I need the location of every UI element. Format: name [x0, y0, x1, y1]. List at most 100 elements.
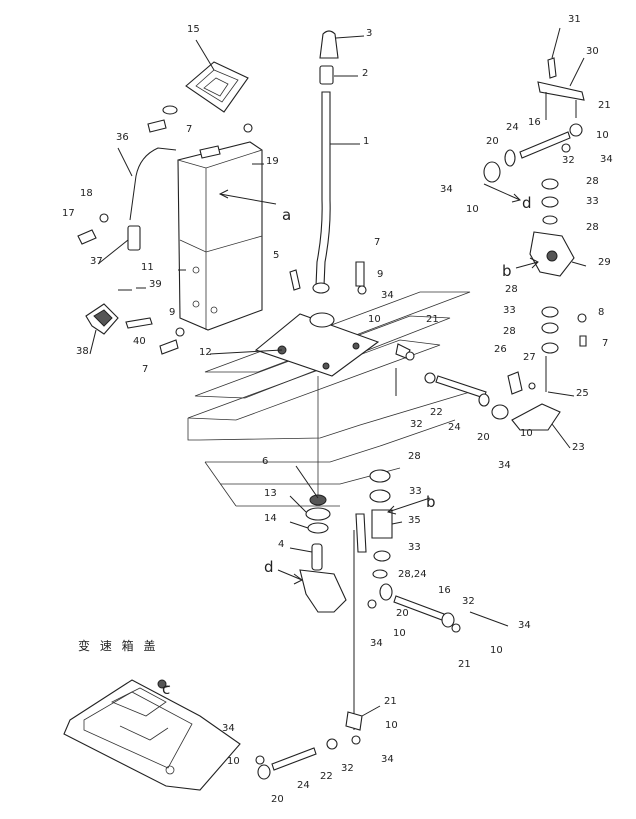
callout-c20b: 20: [477, 432, 490, 443]
callout-c34a: 34: [600, 154, 613, 165]
callout-c10a: 10: [596, 130, 609, 141]
callout-c7a: 7: [186, 124, 192, 135]
leader-lines: [89, 27, 587, 717]
callout-c32b: 32: [410, 419, 423, 430]
callout-c28b: 28: [586, 222, 599, 233]
callout-c34d: 34: [498, 460, 511, 471]
direction-arrows: [161, 183, 539, 689]
washer-33b: [541, 306, 559, 318]
callout-c33a: 33: [586, 196, 599, 207]
callout-c20d: 20: [271, 794, 284, 805]
callout-c28-24: 28,24: [398, 569, 427, 580]
lever-23: [511, 403, 561, 431]
lever-4: [299, 543, 347, 613]
callout-c34f: 34: [370, 638, 383, 649]
callout-c34g: 34: [222, 723, 235, 734]
callout-c32a: 32: [562, 155, 575, 166]
callout-c28d: 28: [503, 326, 516, 337]
callout-c5: 5: [273, 250, 279, 261]
callout-c19: 19: [266, 156, 279, 167]
bracket-30: [537, 81, 585, 120]
pin-35: [355, 513, 367, 553]
callout-c24a: 24: [506, 122, 519, 133]
callout-c7c: 7: [602, 338, 608, 349]
bolt-17: [77, 229, 97, 245]
callout-c29: 29: [598, 257, 611, 268]
washer-33c: [369, 489, 391, 503]
bolt-26: [507, 371, 523, 395]
ref-letter-d-lower: d: [264, 558, 274, 576]
callout-c24c: 24: [297, 780, 310, 791]
bolt-7: [199, 145, 221, 159]
callout-c28a: 28: [586, 176, 599, 187]
callout-c21a: 21: [598, 100, 611, 111]
bolt-5: [289, 269, 301, 291]
linkage-16-middle: [367, 583, 461, 633]
rod-36: [127, 147, 177, 251]
callout-c2: 2: [362, 68, 368, 79]
callout-c16b: 16: [438, 585, 451, 596]
callout-c10c: 10: [368, 314, 381, 325]
ring-14: [307, 522, 329, 534]
lever-29: [529, 231, 575, 277]
callout-c35: 35: [408, 515, 421, 526]
nut-18: [99, 213, 109, 223]
callout-c38: 38: [76, 346, 89, 357]
nut-28-top: [541, 178, 559, 190]
callout-c9b: 9: [169, 307, 175, 318]
callout-c16a: 16: [528, 117, 541, 128]
callout-c20c: 20: [396, 608, 409, 619]
bolt-7d: [579, 335, 587, 347]
callout-c37: 37: [90, 256, 103, 267]
ref-letter-a: a: [282, 206, 291, 224]
callout-c1: 1: [363, 136, 369, 147]
callout-c9a: 9: [377, 269, 383, 280]
callout-c10e: 10: [393, 628, 406, 639]
nut-28c: [541, 342, 559, 354]
ref-letter-c: c: [162, 680, 170, 698]
linkage-rod-22-upper: [395, 343, 509, 420]
callout-c10f: 10: [490, 645, 503, 656]
bolt-31: [547, 57, 557, 79]
callout-c10b: 10: [466, 204, 479, 215]
callout-c30: 30: [586, 46, 599, 57]
pin-27: [528, 382, 536, 390]
bolt-7b: [159, 339, 179, 355]
callout-c34b: 34: [440, 184, 453, 195]
callout-c10g: 10: [385, 720, 398, 731]
housing-19-11: [177, 141, 263, 331]
ref-letter-d-upper: d: [522, 194, 532, 212]
washer-33d: [373, 550, 391, 562]
seal-6: [309, 494, 327, 506]
callout-c34e: 34: [518, 620, 531, 631]
callout-c34h: 34: [381, 754, 394, 765]
clevis-21: [345, 711, 363, 731]
callout-c21c: 21: [458, 659, 471, 670]
gearbox-cover-caption: 变 速 箱 盖: [78, 638, 158, 653]
nut-28e: [369, 469, 391, 483]
callout-c40: 40: [133, 336, 146, 347]
callout-c15: 15: [187, 24, 200, 35]
callout-c14: 14: [264, 513, 277, 524]
callout-c4: 4: [278, 539, 284, 550]
callout-c33b: 33: [503, 305, 516, 316]
nut-28-24: [372, 569, 388, 579]
callout-c22a: 22: [430, 407, 443, 418]
callout-c21b: 21: [426, 314, 439, 325]
callout-c27: 27: [523, 352, 536, 363]
callout-c8: 8: [598, 307, 604, 318]
ref-letter-b-upper: b: [502, 262, 512, 280]
callout-c26: 26: [494, 344, 507, 355]
callout-c25: 25: [576, 388, 589, 399]
ring-13: [305, 507, 331, 521]
callout-c11: 11: [141, 262, 154, 273]
nut-28-mid: [542, 215, 558, 225]
shift-plate-12: [254, 312, 380, 377]
washer-33-top: [541, 196, 559, 208]
shift-lever-1: [312, 91, 331, 294]
callout-c17: 17: [62, 208, 75, 219]
callout-c33c: 33: [409, 486, 422, 497]
pin-40: [125, 317, 153, 329]
callout-c7d: 7: [142, 364, 148, 375]
